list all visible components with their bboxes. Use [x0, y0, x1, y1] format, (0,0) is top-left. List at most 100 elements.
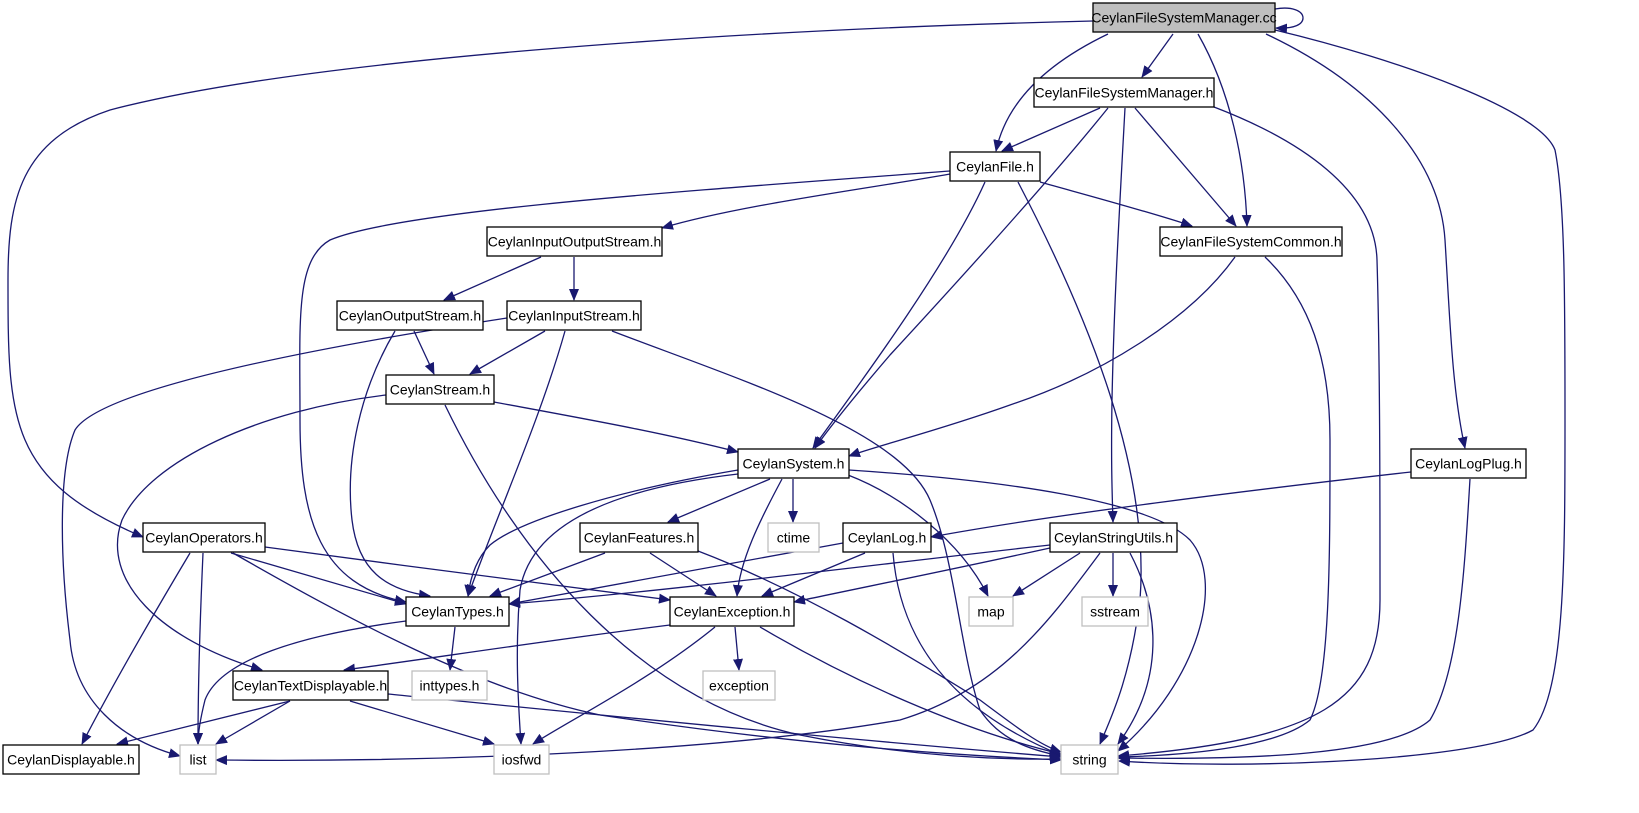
- edge-exception_h-to-string: [759, 626, 1062, 757]
- node-file-h[interactable]: CeylanFile.h: [949, 151, 1041, 182]
- node-types-h[interactable]: CeylanTypes.h: [405, 596, 510, 627]
- node-box: [1060, 744, 1119, 775]
- node-os-h[interactable]: CeylanOutputStream.h: [336, 300, 484, 331]
- node-label: CeylanOperators.h: [145, 530, 263, 546]
- node-label: exception: [709, 678, 769, 694]
- node-is-h[interactable]: CeylanInputStream.h: [506, 300, 642, 331]
- edge-strutils_h-to-map: [1012, 552, 1081, 597]
- edge-line: [1017, 181, 1142, 745]
- edge-line: [812, 181, 986, 449]
- node-inttypes-h: inttypes.h: [411, 670, 488, 701]
- edge-line: [215, 552, 1101, 766]
- edge-line: [759, 626, 1062, 757]
- node-layer: CeylanFileSystemManager.ccCeylanFileSyst…: [2, 2, 1527, 775]
- node-strutils-h[interactable]: CeylanStringUtils.h: [1049, 522, 1178, 553]
- edge-layer: [7, 7, 1566, 767]
- edge-system_h-to-iosfwd: [515, 473, 739, 745]
- edge-line: [1141, 33, 1174, 78]
- edge-textdisp_h-to-iosfwd: [349, 700, 495, 746]
- edge-line: [1012, 552, 1081, 597]
- edge-line: [446, 626, 457, 671]
- node-ios-h[interactable]: CeylanInputOutputStream.h: [486, 226, 663, 257]
- node-stream-h[interactable]: CeylanStream.h: [385, 374, 495, 405]
- node-label: ctime: [777, 530, 811, 546]
- node-box: [737, 448, 850, 479]
- edge-system_h-to-exception_h: [732, 478, 783, 597]
- edge-features_h-to-types_h: [489, 552, 606, 597]
- node-textdisp-h[interactable]: CeylanTextDisplayable.h: [232, 670, 389, 701]
- node-label: sstream: [1090, 604, 1140, 620]
- node-label: CeylanFileSystemManager.h: [1035, 85, 1214, 101]
- node-logplug-h[interactable]: CeylanLogPlug.h: [1410, 448, 1527, 479]
- node-box: [842, 522, 932, 553]
- edge-line: [515, 473, 739, 745]
- node-box: [1092, 2, 1276, 33]
- edge-is_h-to-types_h: [466, 330, 566, 597]
- edge-line: [489, 552, 606, 597]
- edge-line: [81, 552, 191, 745]
- edge-features_h-to-exception_h: [649, 552, 717, 597]
- edge-line: [1039, 181, 1193, 228]
- edge-line: [193, 552, 204, 745]
- node-fsm-cc[interactable]: CeylanFileSystemManager.cc: [1091, 2, 1277, 33]
- edge-line: [1001, 107, 1101, 152]
- edge-line: [1117, 552, 1154, 745]
- edge-line: [848, 469, 1207, 752]
- edge-line: [848, 256, 1236, 458]
- node-box: [767, 522, 820, 553]
- edge-operators_h-to-displayable_h: [81, 552, 191, 745]
- edge-fsm_cc-to-fscommon_h: [1197, 33, 1252, 227]
- edge-fsm_h-to-strutils_h: [1107, 107, 1126, 523]
- edge-is_h-to-stream_h: [469, 330, 546, 375]
- edge-system_h-to-types_h: [464, 469, 739, 597]
- edge-os_h-to-types_h: [349, 330, 431, 600]
- edge-line: [661, 173, 951, 230]
- node-box: [142, 522, 266, 553]
- node-log-h[interactable]: CeylanLog.h: [842, 522, 932, 553]
- edge-fsm_h-to-file_h: [1001, 107, 1101, 152]
- edge-line: [464, 469, 739, 597]
- node-operators-h[interactable]: CeylanOperators.h: [142, 522, 266, 553]
- edge-fsm_h-to-system_h: [814, 107, 1109, 449]
- edge-fsm_cc-to-operators_h: [7, 20, 1094, 538]
- node-system-h[interactable]: CeylanSystem.h: [737, 448, 850, 479]
- edge-line: [1118, 29, 1566, 767]
- edge-system_h-to-features_h: [667, 478, 771, 523]
- edge-line: [1107, 107, 1126, 523]
- edge-line: [413, 330, 435, 375]
- node-box: [1081, 596, 1149, 627]
- node-fscommon-h[interactable]: CeylanFileSystemCommon.h: [1159, 226, 1343, 257]
- edge-os_h-to-stream_h: [413, 330, 435, 375]
- edge-line: [343, 624, 671, 674]
- edge-line: [697, 550, 1062, 754]
- edge-fsm_cc-to-logplug_h: [1265, 33, 1468, 449]
- node-map: map: [968, 596, 1014, 627]
- node-label: CeylanFeatures.h: [584, 530, 695, 546]
- node-label: CeylanFile.h: [956, 159, 1034, 175]
- node-box: [179, 744, 217, 775]
- node-displayable-h[interactable]: CeylanDisplayable.h: [2, 744, 140, 775]
- node-fsm-h[interactable]: CeylanFileSystemManager.h: [1033, 77, 1215, 108]
- edge-stream_h-to-textdisp_h: [116, 394, 387, 672]
- node-features-h[interactable]: CeylanFeatures.h: [579, 522, 699, 553]
- edge-line: [193, 620, 407, 745]
- edge-fsm_h-to-string: [1117, 106, 1381, 761]
- edge-line: [7, 20, 1094, 538]
- node-label: inttypes.h: [420, 678, 480, 694]
- edge-strutils_h-to-list: [215, 552, 1101, 766]
- edge-file_h-to-string: [1017, 181, 1142, 745]
- node-exception-h[interactable]: CeylanException.h: [669, 596, 795, 627]
- node-box: [1049, 522, 1178, 553]
- edge-line: [61, 317, 508, 758]
- edge-line: [469, 330, 546, 375]
- edge-fsm_cc-to-string: [1118, 29, 1566, 767]
- edge-operators_h-to-list: [193, 552, 204, 745]
- edge-types_h-to-inttypes_h: [446, 626, 457, 671]
- edge-file_h-to-fscommon_h: [1039, 181, 1193, 228]
- edge-line: [493, 401, 739, 455]
- edge-line: [732, 478, 783, 597]
- node-label: CeylanFileSystemCommon.h: [1160, 234, 1341, 250]
- edge-fscommon_h-to-string: [1117, 256, 1331, 762]
- edge-logplug_h-to-string: [1117, 478, 1471, 764]
